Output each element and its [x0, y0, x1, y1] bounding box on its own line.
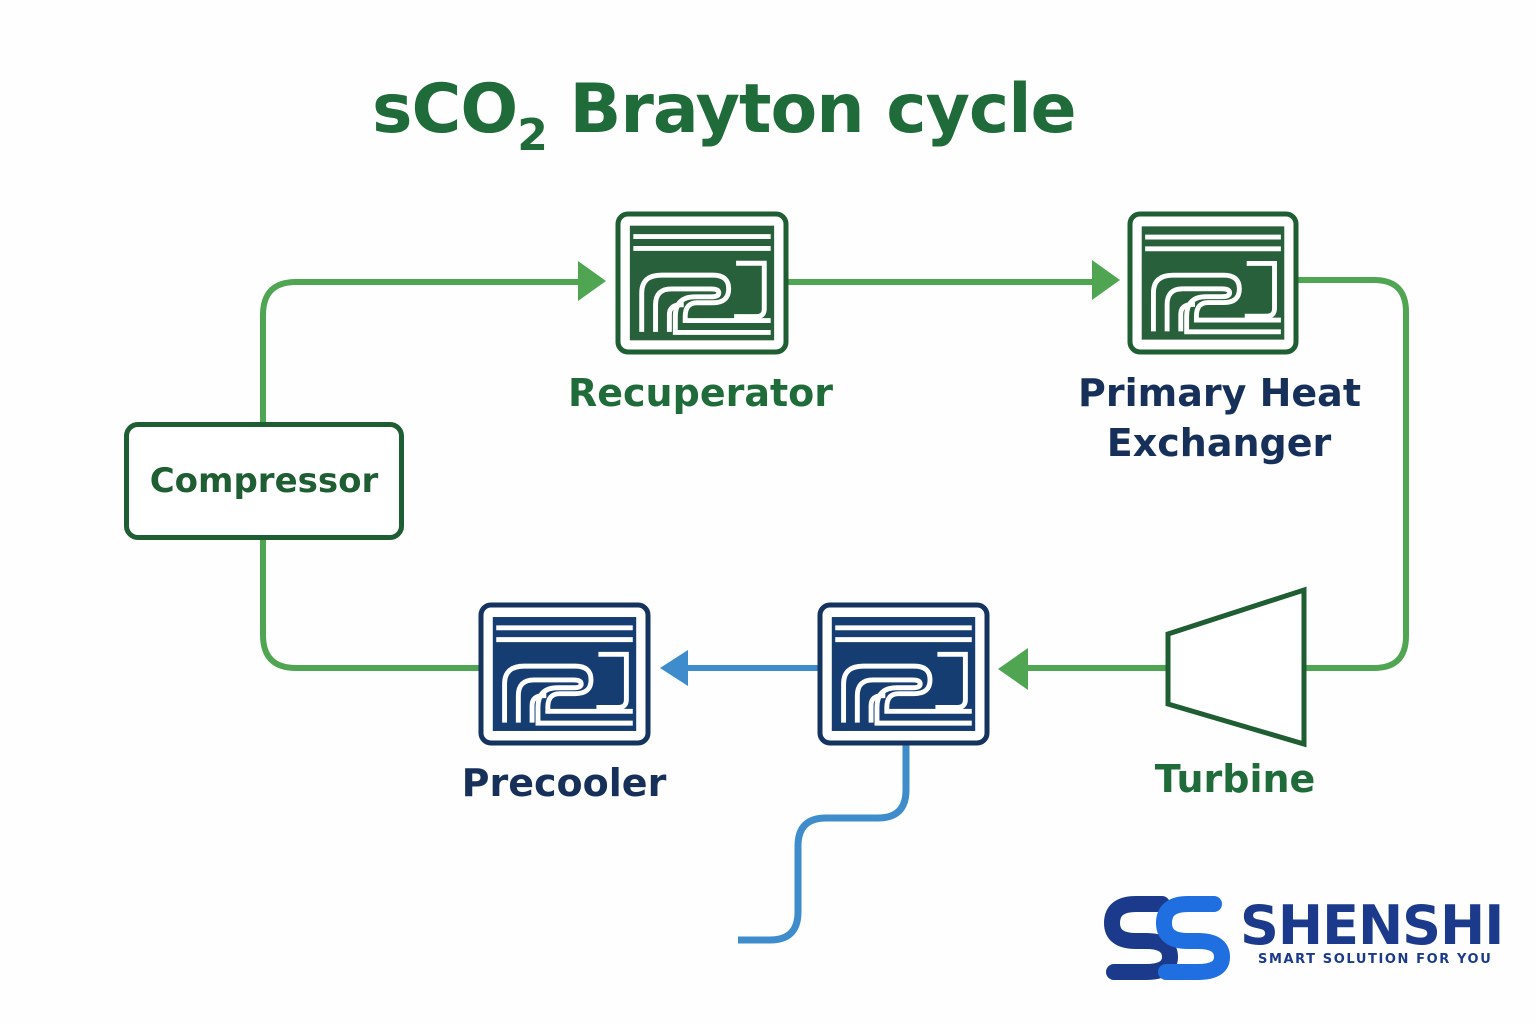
arrow-into-precooler	[660, 650, 688, 686]
pipe-phx-to-turbine	[1296, 277, 1409, 671]
title-rest: Brayton cycle	[546, 70, 1076, 149]
logo-name: SHENSHI	[1240, 894, 1504, 957]
primary-heat-exchanger-label-line2: Exchanger	[1106, 421, 1332, 465]
cooling-heat-exchanger-icon	[817, 602, 990, 746]
arrow-into-lower-hx	[998, 648, 1028, 690]
diagram-title: sCO2 Brayton cycle	[372, 70, 1077, 161]
turbine-icon	[1165, 586, 1307, 748]
compressor-label: Compressor	[149, 461, 379, 501]
primary-heat-exchanger-icon	[1127, 211, 1299, 355]
cooling-water-line	[738, 744, 910, 944]
pipe-compressor-to-recuperator	[260, 279, 584, 422]
precooler-icon	[478, 602, 651, 746]
recuperator-label: Recuperator	[568, 371, 833, 415]
arrow-into-recuperator	[578, 261, 606, 301]
title-main: sCO	[372, 70, 518, 149]
logo-tagline: SMART SOLUTION FOR YOU	[1258, 952, 1493, 967]
primary-heat-exchanger-label: Primary Heat Exchanger	[1078, 368, 1361, 468]
pipe-precooler-to-compressor	[260, 540, 480, 671]
precooler-label: Precooler	[461, 761, 667, 805]
title-subscript: 2	[517, 110, 548, 161]
recuperator-icon	[615, 211, 789, 355]
shenshi-logo-mark-icon	[1103, 896, 1231, 980]
compressor-box: Compressor	[124, 422, 404, 540]
arrow-into-phx	[1092, 260, 1120, 300]
primary-heat-exchanger-label-line1: Primary Heat	[1078, 371, 1361, 415]
turbine-label: Turbine	[1154, 757, 1316, 801]
